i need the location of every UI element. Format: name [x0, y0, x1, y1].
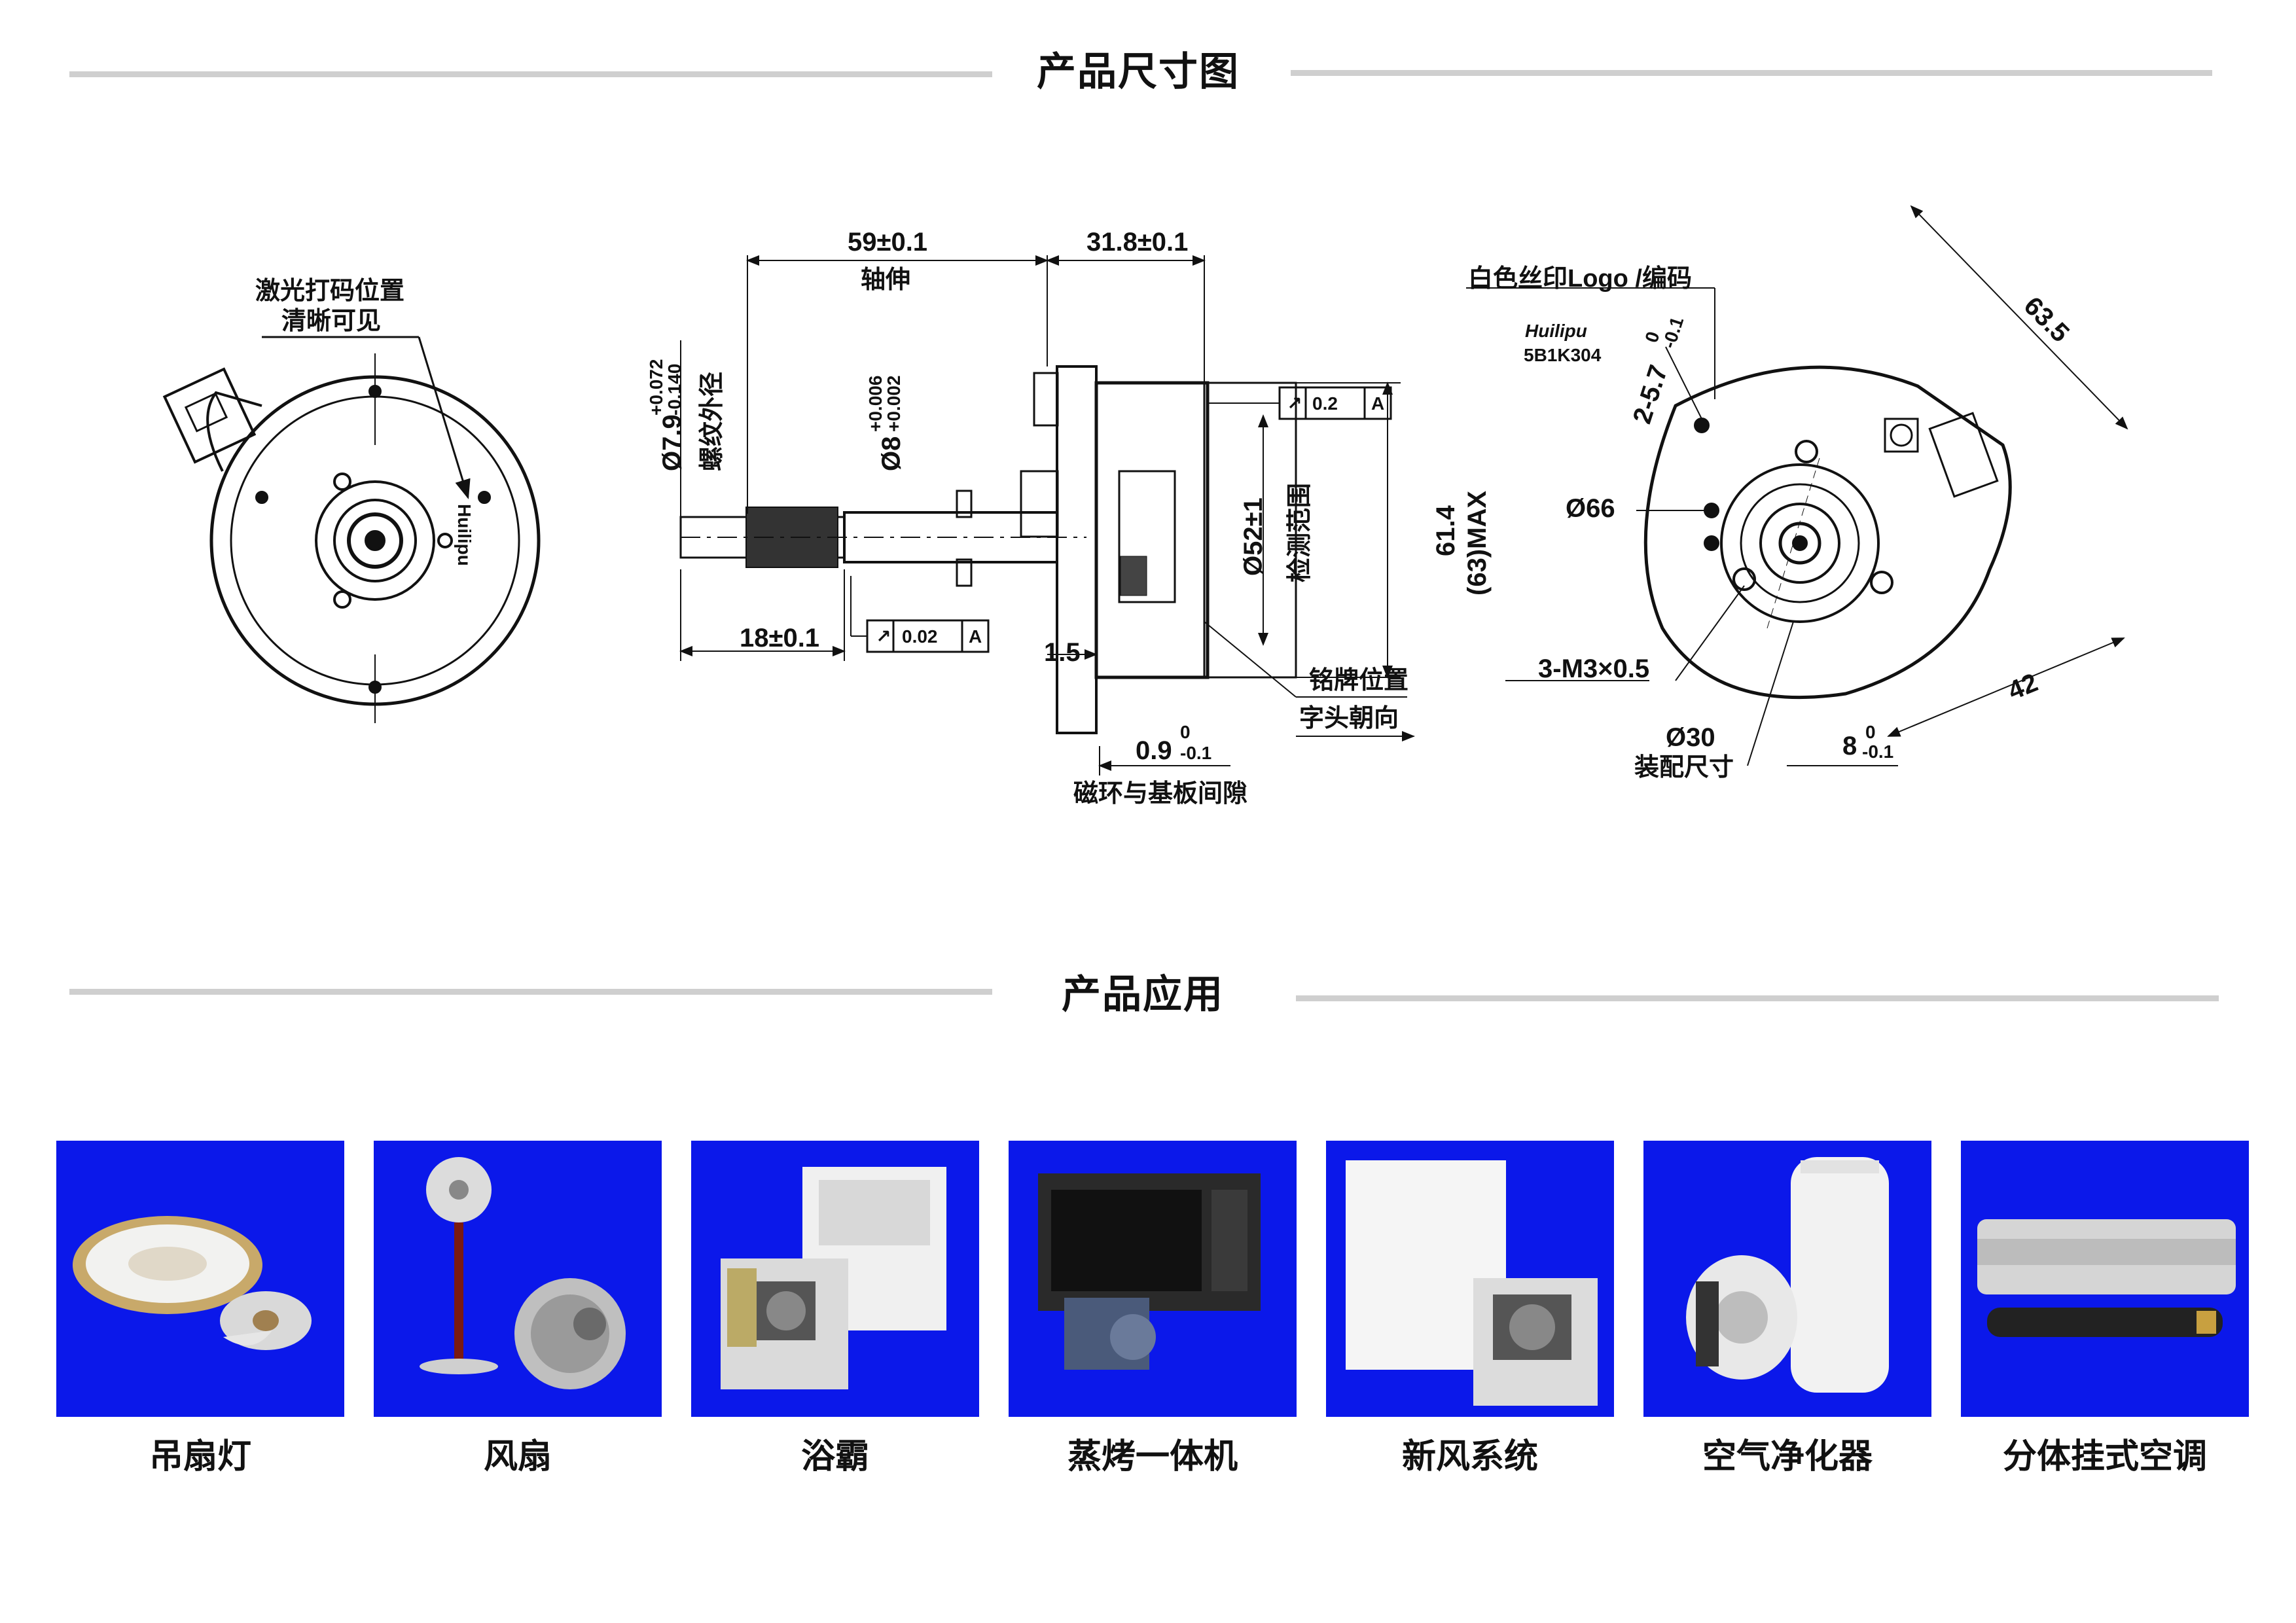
runout-shaft-value: 0.02: [902, 626, 938, 647]
side-view: [679, 255, 1415, 776]
print-note: 白色丝印Logo /编码: [1468, 265, 1692, 293]
application-label: 风扇: [483, 1437, 552, 1476]
shaft-dia-group: Ø8 +0.006 +0.002: [865, 376, 906, 471]
shaft-label: 轴伸: [861, 266, 910, 294]
application-label: 吊扇灯: [149, 1437, 251, 1476]
front-view: [162, 336, 541, 723]
model-code: 5B1K304: [1524, 345, 1602, 365]
application-tile[interactable]: 吊扇灯: [56, 1141, 344, 1476]
shaft-dia: Ø8: [877, 437, 906, 471]
shaft-length-dim: 59±0.1: [848, 228, 927, 257]
application-tiles: 吊扇灯 风扇 浴霸: [56, 1141, 2249, 1476]
ceiling-fan-light-icon: [56, 1141, 344, 1417]
slot-dim: 2-5.7: [1628, 361, 1674, 427]
air-purifier-icon: [1643, 1141, 1931, 1417]
application-label: 蒸烤一体机: [1067, 1437, 1238, 1476]
gap-tol-upper: 0: [1180, 722, 1191, 742]
overall-dia: 61.4: [1431, 505, 1460, 556]
section-title-applications: 产品应用: [1062, 972, 1224, 1018]
section-divider-left: [69, 71, 992, 77]
laser-note-line1: 激光打码位置: [255, 277, 404, 305]
thread-dia-group: Ø7.9 +0.072 -0.140 螺纹外径: [646, 359, 726, 471]
runout-body-symbol: ↗: [1287, 393, 1302, 414]
application-tile[interactable]: 空气净化器: [1643, 1141, 1931, 1476]
slot-tol-lower: -0.1: [1659, 314, 1687, 350]
gap-label: 磁环与基板间隙: [1073, 780, 1247, 808]
dim-8-tol-upper: 0: [1865, 722, 1876, 742]
rear-view: [1466, 205, 2128, 766]
thread-length-dim: 18±0.1: [740, 624, 819, 652]
section-divider-right-2: [1296, 995, 2219, 1001]
dimension-drawings: 激光打码位置 清晰可见 Huilipu: [162, 205, 2128, 808]
dim-42: 42: [2004, 668, 2042, 705]
body-length-dim: 31.8±0.1: [1086, 228, 1188, 257]
fit-label: 装配尺寸: [1634, 754, 1734, 781]
overall-dia-group: 61.4 (63)MAX: [1431, 491, 1492, 596]
gap-tol-lower: -0.1: [1180, 743, 1211, 763]
steam-oven-icon: [1009, 1141, 1297, 1417]
text-direction-label: 字头朝向: [1299, 705, 1399, 732]
front-logo-text: Huilipu: [454, 504, 475, 566]
application-tile[interactable]: 分体挂式空调: [1961, 1141, 2249, 1476]
application-tile[interactable]: 新风系统: [1326, 1141, 1614, 1476]
outer-dim: 63.5: [2018, 291, 2075, 348]
dim-8: 8: [1842, 732, 1857, 760]
dia-30: Ø30: [1666, 723, 1715, 752]
bath-heater-icon: [691, 1141, 979, 1417]
thread-label: 螺纹外径: [698, 372, 726, 471]
application-label: 浴霸: [800, 1437, 869, 1476]
section-title-dimensions: 产品尺寸图: [1037, 49, 1240, 95]
thread-tol-upper: +0.072: [646, 359, 666, 416]
slot-dim-group: 2-5.7 0 -0.1: [1628, 314, 1688, 427]
laser-note-line2: 清晰可见: [281, 308, 381, 335]
runout-shaft-symbol: ↗: [876, 626, 891, 647]
section-divider-left-2: [69, 989, 992, 995]
section-divider-right: [1291, 70, 2212, 76]
shaft-tol-upper: +0.006: [865, 376, 886, 432]
detect-group: Ø52±1 检测范围: [1239, 483, 1314, 582]
application-tile[interactable]: 蒸烤一体机: [1009, 1141, 1297, 1476]
nameplate-label: 铭牌位置: [1309, 667, 1408, 694]
dim-8-tol-lower: -0.1: [1862, 741, 1893, 762]
gap-value: 0.9: [1136, 736, 1172, 765]
split-air-conditioner-icon: [1961, 1141, 2249, 1417]
fresh-air-system-icon: [1326, 1141, 1614, 1417]
thread-tol-lower: -0.140: [664, 364, 685, 416]
thread-dia: Ø7.9: [658, 414, 687, 471]
screw-spec: 3-M3×0.5: [1538, 654, 1649, 683]
application-label: 分体挂式空调: [2002, 1437, 2207, 1476]
stand-fan-icon: [374, 1141, 662, 1417]
runout-shaft-datum: A: [969, 626, 982, 647]
dia-66: Ø66: [1566, 494, 1615, 523]
flange-thickness-dim: 1.5: [1044, 638, 1081, 667]
shaft-tol-lower: +0.002: [884, 376, 904, 432]
application-label: 新风系统: [1401, 1437, 1538, 1476]
application-tile[interactable]: 浴霸: [691, 1141, 979, 1476]
runout-body-value: 0.2: [1312, 393, 1338, 414]
application-tile[interactable]: 风扇: [374, 1141, 662, 1476]
rear-logo-text: Huilipu: [1525, 321, 1587, 341]
runout-body-datum: A: [1371, 393, 1384, 414]
overall-max: (63)MAX: [1463, 491, 1492, 596]
application-label: 空气净化器: [1702, 1437, 1873, 1476]
detect-label: 检测范围: [1286, 483, 1314, 582]
detect-dia: Ø52±1: [1239, 497, 1268, 576]
